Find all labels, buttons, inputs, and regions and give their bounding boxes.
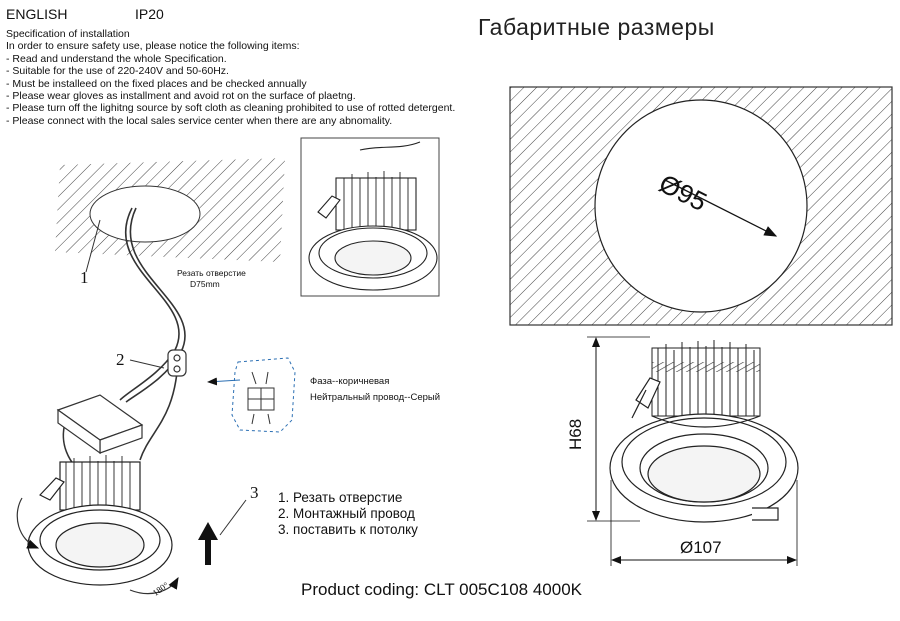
downlight-install-view xyxy=(27,455,173,586)
spec-title: Specification of installation xyxy=(6,28,130,40)
spec-item: - Please wear gloves as installment and … xyxy=(6,90,356,103)
specification-block: Specification of installation In order t… xyxy=(6,28,455,127)
hole-size-label: D75mm xyxy=(190,279,220,289)
product-photo xyxy=(308,141,438,291)
diameter-arrow xyxy=(664,179,778,237)
spec-item: - Must be installeed on the fixed places… xyxy=(6,77,307,90)
wire-connector xyxy=(167,349,187,377)
hole-label: Резать отверстие xyxy=(177,268,246,278)
spec-intro: In order to ensure safety use, please no… xyxy=(6,40,300,53)
outer-diameter-label: Ø107 xyxy=(680,538,722,557)
product-coding: Product coding: CLT 005C108 4000K xyxy=(301,580,583,599)
wire-phase-label: Фаза--коричневая xyxy=(310,376,390,387)
cutout-hole xyxy=(594,99,808,313)
install-step: 1. Резать отверстие xyxy=(278,490,403,505)
up-arrow xyxy=(198,522,218,565)
spec-item: - Read and understand the whole Specific… xyxy=(6,52,227,65)
install-step: 2. Монтажный провод xyxy=(278,506,415,521)
ceiling-hole-left xyxy=(89,185,201,243)
spec-item: - Please connect with the local sales se… xyxy=(6,114,393,127)
install-steps: 1. Резать отверстие 2. Монтажный провод … xyxy=(278,490,418,538)
ip-rating: IP20 xyxy=(135,6,164,22)
callout-3: 3 xyxy=(250,483,259,502)
height-label: H68 xyxy=(566,418,585,450)
spec-item: - Please turn off the lighitng source by… xyxy=(6,102,456,115)
wire-neutral-label: Нейтральный провод--Серый xyxy=(310,392,441,403)
spec-item: - Suitable for the use of 220-240V and 5… xyxy=(6,65,229,78)
callout-1: 1 xyxy=(80,268,89,287)
dimensions-title: Габаритные размеры xyxy=(478,14,715,40)
language-label: ENGLISH xyxy=(6,6,68,22)
downlight-side-view xyxy=(609,340,799,523)
install-step: 3. поставить к потолку xyxy=(278,522,418,537)
driver-box xyxy=(56,394,144,455)
wiring-detail xyxy=(231,357,296,433)
callout-2: 2 xyxy=(116,350,125,369)
